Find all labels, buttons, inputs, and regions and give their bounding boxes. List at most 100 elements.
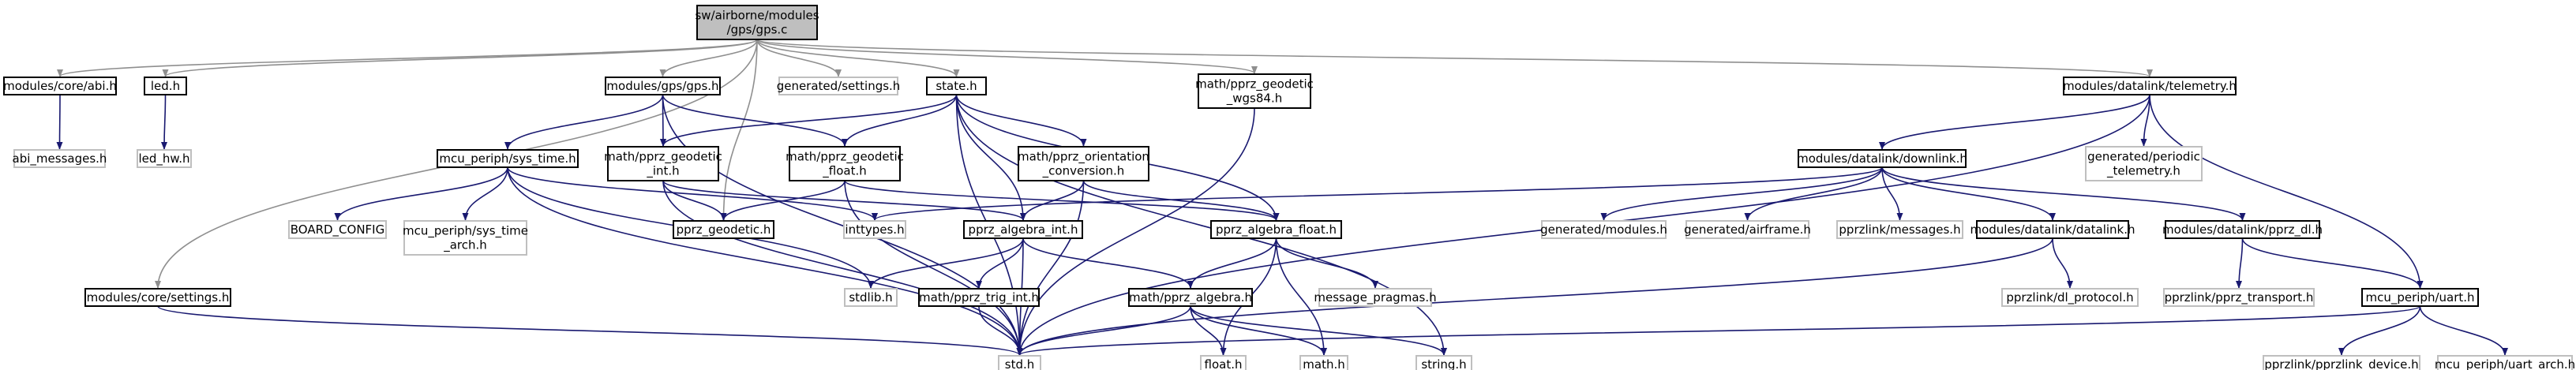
node-telemetry[interactable]: modules/datalink/telemetry.h bbox=[2063, 77, 2237, 95]
edge-state-to-geo-int bbox=[660, 94, 958, 147]
edge-alg-int-to-stdlib bbox=[868, 237, 1024, 289]
edge-datalink-dl-to-dl-protocol bbox=[2052, 237, 2073, 289]
node-box bbox=[144, 77, 187, 95]
node-uart[interactable]: mcu_periph/uart.h bbox=[2361, 288, 2479, 307]
node-math-h: math.h bbox=[1299, 355, 1348, 370]
node-alg-int[interactable]: pprz_algebra_int.h bbox=[963, 220, 1083, 239]
node-label: math/pprz_geodetic bbox=[1195, 77, 1314, 92]
node-label: modules/datalink/datalink.h bbox=[1970, 222, 2135, 237]
edge-gps-c-to-pprz-geodetic bbox=[720, 39, 758, 221]
edge-geo-int-to-pprz-geodetic bbox=[662, 180, 727, 221]
node-state[interactable]: state.h bbox=[926, 77, 987, 95]
node-box bbox=[1415, 355, 1472, 370]
node-pprz-algebra[interactable]: math/pprz_algebra.h bbox=[1128, 288, 1253, 307]
edge-telemetry-to-downlink bbox=[1879, 94, 2150, 150]
node-label: generated/airframe.h bbox=[1684, 222, 1811, 237]
edge-orient-to-alg-float bbox=[1082, 180, 1280, 221]
edge-datalink-dl-to-std bbox=[1016, 237, 2053, 356]
edge-state-to-geo-float bbox=[842, 94, 958, 147]
node-gen-periodic: generated/periodic_telemetry.h bbox=[2085, 146, 2203, 181]
node-core-settings[interactable]: modules/core/settings.h bbox=[84, 288, 231, 307]
edge-alg-float-to-math-h bbox=[1275, 237, 1327, 356]
node-sys-time[interactable]: mcu_periph/sys_time.h bbox=[437, 149, 579, 168]
node-box bbox=[998, 355, 1041, 370]
edge-gps-c-to-telemetry bbox=[756, 39, 2153, 77]
node-sys-time-arch: mcu_periph/sys_time_arch.h bbox=[403, 220, 528, 256]
edge-downlink-to-datalink-dl bbox=[1881, 166, 2056, 221]
node-std: std.h bbox=[998, 355, 1041, 370]
node-label: inttypes.h bbox=[845, 222, 904, 237]
node-label: led.h bbox=[151, 79, 180, 93]
node-label: generated/modules.h bbox=[1540, 222, 1667, 237]
node-pprz-dl[interactable]: modules/datalink/pprz_dl.h bbox=[2162, 220, 2323, 239]
edge-gps-h-to-geo-float bbox=[662, 94, 848, 147]
node-box bbox=[1685, 220, 1809, 239]
node-geo-int[interactable]: math/pprz_geodetic_int.h bbox=[604, 146, 722, 181]
edge-downlink-to-gen-modules bbox=[1600, 166, 1883, 221]
node-label: math/pprz_orientation bbox=[1018, 150, 1149, 165]
edge-alg-float-to-msg-pragmas bbox=[1275, 237, 1378, 289]
node-uart-arch: mcu_periph/uart_arch.h bbox=[2435, 355, 2575, 370]
node-box bbox=[1318, 288, 1432, 307]
node-label: pprzlink/messages.h bbox=[1839, 222, 1960, 237]
edge-gps-c-to-core-abi bbox=[57, 39, 758, 77]
node-label: /gps/gps.c bbox=[727, 23, 788, 37]
node-label: math/pprz_geodetic bbox=[604, 150, 722, 165]
node-label: pprzlink/pprzlink_device.h bbox=[2264, 357, 2418, 370]
node-label: modules/datalink/pprz_dl.h bbox=[2162, 222, 2323, 237]
node-trig-int[interactable]: math/pprz_trig_int.h bbox=[918, 288, 1040, 307]
edge-pprz-algebra-to-string-h bbox=[1190, 305, 1447, 356]
node-box bbox=[1798, 149, 1967, 168]
edge-alg-int-to-trig-int bbox=[976, 237, 1024, 289]
node-label: _arch.h bbox=[443, 238, 487, 253]
node-box bbox=[963, 220, 1083, 239]
edge-gps-h-to-sys-time bbox=[504, 94, 664, 150]
node-core-abi[interactable]: modules/core/abi.h bbox=[3, 77, 117, 95]
node-box bbox=[137, 149, 192, 168]
node-label: BOARD_CONFIG bbox=[291, 222, 384, 237]
node-box bbox=[844, 288, 898, 307]
node-downlink[interactable]: modules/datalink/downlink.h bbox=[1797, 149, 1967, 168]
edge-gps-c-to-gps-h bbox=[659, 39, 758, 77]
node-gps-h[interactable]: modules/gps/gps.h bbox=[605, 77, 721, 95]
node-label: math.h bbox=[1303, 357, 1344, 370]
node-box bbox=[1299, 355, 1348, 370]
node-label: state.h bbox=[936, 79, 977, 93]
edge-downlink-to-pprz-dl bbox=[1881, 166, 2246, 221]
node-box bbox=[605, 77, 721, 95]
node-label: modules/core/abi.h bbox=[3, 79, 117, 93]
edge-uart-to-pprzlink-device bbox=[2338, 305, 2421, 356]
node-label: _int.h bbox=[646, 164, 679, 179]
node-gen-modules: generated/modules.h bbox=[1540, 220, 1667, 239]
edge-downlink-to-gen-airframe bbox=[1744, 166, 1883, 221]
node-inttypes: inttypes.h bbox=[843, 220, 906, 239]
node-label: float.h bbox=[1205, 357, 1243, 370]
edge-gps-c-to-wgs84 bbox=[756, 39, 1258, 74]
node-pprz-geodetic[interactable]: pprz_geodetic.h bbox=[673, 220, 774, 239]
node-box bbox=[1018, 146, 1149, 181]
node-label: string.h bbox=[1421, 357, 1466, 370]
node-label: pprz_geodetic.h bbox=[677, 222, 771, 237]
node-float-h: float.h bbox=[1200, 355, 1247, 370]
node-orient[interactable]: math/pprz_orientation_conversion.h bbox=[1018, 146, 1149, 181]
node-string-h: string.h bbox=[1415, 355, 1472, 370]
node-msg-pragmas: message_pragmas.h bbox=[1314, 288, 1437, 307]
node-led[interactable]: led.h bbox=[144, 77, 187, 95]
node-label: mcu_periph/uart.h bbox=[2365, 290, 2474, 305]
node-wgs84[interactable]: math/pprz_geodetic_wgs84.h bbox=[1195, 73, 1314, 109]
node-stdlib: stdlib.h bbox=[844, 288, 898, 307]
node-label: modules/datalink/telemetry.h bbox=[2063, 79, 2237, 93]
node-board-config: BOARD_CONFIG bbox=[288, 220, 387, 239]
node-label: modules/datalink/downlink.h bbox=[1797, 151, 1967, 166]
node-label: pprzlink/dl_protocol.h bbox=[2006, 290, 2133, 305]
node-box bbox=[1210, 220, 1342, 239]
node-datalink-dl[interactable]: modules/datalink/datalink.h bbox=[1970, 220, 2135, 239]
node-alg-float[interactable]: pprz_algebra_float.h bbox=[1210, 220, 1342, 239]
node-led-hw: led_hw.h bbox=[137, 149, 192, 168]
edge-uart-to-std bbox=[1017, 305, 2421, 356]
edge-orient-to-std bbox=[1016, 180, 1085, 356]
node-label: _conversion.h bbox=[1042, 164, 1125, 179]
node-geo-float[interactable]: math/pprz_geodetic_float.h bbox=[786, 146, 904, 181]
node-box bbox=[2437, 355, 2573, 370]
node-label: pprzlink/pprz_transport.h bbox=[2165, 290, 2314, 305]
